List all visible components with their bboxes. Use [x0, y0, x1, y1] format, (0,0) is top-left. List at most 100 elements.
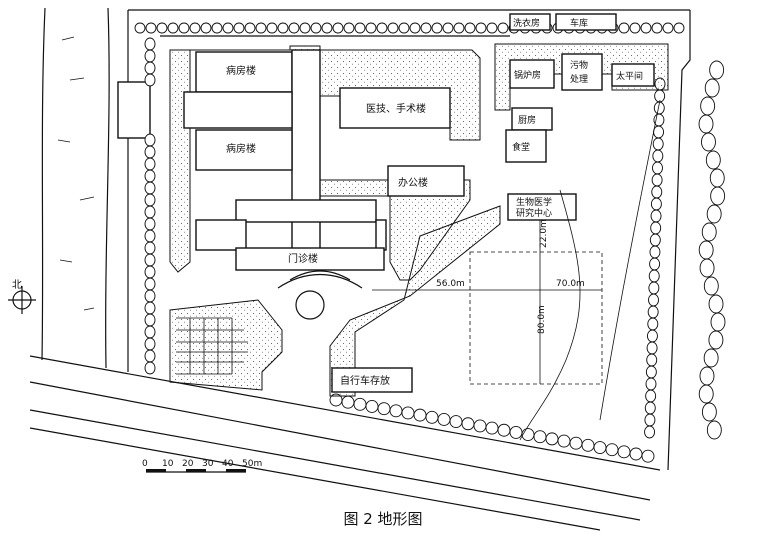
bike-storage: 自行车存放 [331, 367, 413, 393]
tree [486, 22, 498, 34]
tree [277, 22, 289, 34]
tree [144, 265, 156, 279]
tree-row-right [644, 77, 666, 439]
north-arrow: 北 [8, 279, 36, 314]
laundry: 洗衣房 [509, 13, 551, 31]
tree [409, 22, 421, 34]
tree [652, 161, 663, 175]
tree [698, 240, 714, 260]
tree [189, 22, 201, 34]
tree [673, 22, 685, 34]
tree [617, 445, 631, 459]
tree [266, 22, 278, 34]
tree [703, 348, 719, 368]
tree [398, 22, 410, 34]
tree [464, 22, 476, 34]
tree [453, 22, 465, 34]
tree [651, 173, 663, 187]
tree [211, 22, 223, 34]
scale-tick-label: 10 [162, 459, 174, 469]
kitchen: 厨房 [511, 107, 553, 131]
tree [708, 294, 724, 314]
tree [593, 441, 607, 454]
tree [641, 449, 655, 463]
tree [144, 361, 156, 375]
morgue: 太平间 [611, 63, 655, 87]
tree [646, 353, 658, 367]
tree [650, 221, 662, 235]
tree [144, 205, 156, 219]
tree [645, 365, 657, 379]
ward-building-2: 病房楼 [195, 129, 293, 171]
tree [710, 312, 726, 332]
scale-tick-label: 0 [142, 459, 148, 469]
canteen: 食堂 [505, 129, 547, 163]
scale-tick-label: 40 [222, 459, 234, 469]
laundry-label: 洗衣房 [513, 17, 540, 29]
tree [222, 22, 234, 34]
tree [698, 384, 714, 404]
tree [699, 258, 715, 278]
tree [376, 22, 388, 34]
tree [144, 157, 156, 171]
tree [605, 443, 619, 457]
roads [29, 270, 661, 531]
tree [299, 22, 311, 34]
tree [699, 366, 715, 386]
sewage-treatment: 污物 处理 [561, 53, 603, 91]
tree [144, 193, 156, 207]
tree [648, 269, 660, 283]
tree [156, 22, 168, 34]
tree [332, 22, 344, 34]
ward-building-2-label: 病房楼 [226, 142, 256, 155]
tree [144, 229, 156, 243]
tree [310, 22, 322, 34]
canteen-label: 食堂 [512, 141, 530, 153]
tree [178, 22, 190, 34]
tree [701, 132, 716, 152]
tree [144, 313, 156, 327]
tree [640, 22, 652, 34]
office-label: 办公楼 [398, 176, 428, 189]
dim-70: 70.0m [556, 279, 585, 289]
footpaths [519, 99, 661, 441]
scale-tick-label: 30 [202, 459, 214, 469]
tree [706, 420, 722, 440]
tree [647, 305, 659, 319]
tree [644, 425, 656, 439]
tree [144, 325, 156, 339]
tree [144, 217, 156, 231]
tree [648, 293, 659, 307]
sewage-label-2: 处理 [570, 73, 588, 85]
ward-annex [183, 91, 293, 129]
tree [703, 276, 719, 296]
tree [144, 169, 156, 183]
tree [709, 60, 725, 80]
bio-label-2: 研究中心 [516, 207, 552, 219]
tree-row-left [144, 37, 156, 375]
office-building: 办公楼 [387, 165, 465, 197]
tree [700, 96, 716, 116]
bio-research-center: 生物医学 研究中心 [507, 193, 577, 221]
tree [644, 401, 656, 415]
garage: 车库 [555, 13, 617, 31]
tree [652, 137, 664, 151]
tree [389, 404, 403, 418]
tree [442, 22, 454, 34]
tree [144, 49, 156, 63]
tree [708, 330, 724, 350]
river [41, 7, 110, 369]
figure-caption: 图 2 地形图 [343, 510, 423, 528]
tree [651, 22, 663, 34]
tree [705, 150, 721, 170]
reserved-plot: 22.0m 56.0m 70.0m 80.0m [372, 219, 603, 385]
morgue-label: 太平间 [616, 70, 643, 82]
tree [365, 22, 377, 34]
tree [652, 149, 664, 163]
tree [343, 22, 355, 34]
tree [649, 245, 661, 259]
site-boundary [127, 9, 691, 471]
tree [200, 22, 212, 34]
tree [645, 389, 657, 403]
